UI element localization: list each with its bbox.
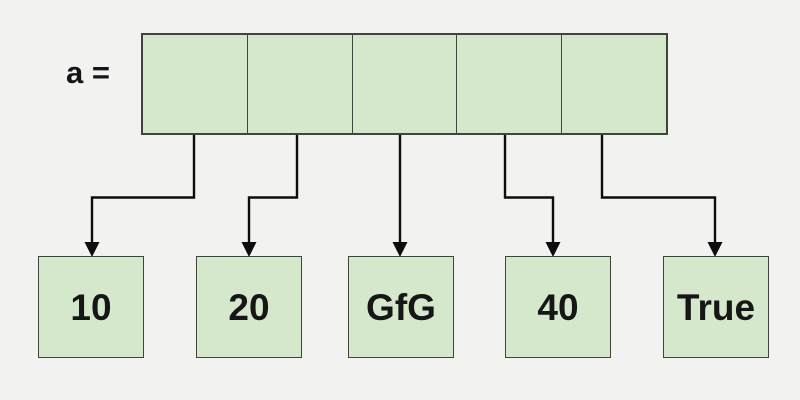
connector-line-4 (600, 135, 717, 243)
value-text: 20 (228, 286, 270, 328)
value-box: 20 (196, 256, 302, 358)
arrowhead-icon (545, 242, 561, 257)
value-text: 10 (70, 286, 112, 328)
array-cell (353, 35, 458, 133)
array-cell (562, 35, 666, 133)
array-cell (143, 35, 248, 133)
value-text: GfG (366, 286, 436, 328)
arrowhead-icon (241, 242, 257, 257)
arrowhead-icon (392, 242, 408, 257)
value-text: 40 (537, 286, 579, 328)
value-box: 40 (505, 256, 611, 358)
connector-line-3 (503, 135, 555, 243)
connector-line-1 (247, 135, 299, 243)
list-container (141, 33, 668, 135)
connector-line-0 (90, 135, 196, 243)
arrowhead-icon (707, 242, 723, 257)
value-box: True (663, 256, 769, 358)
array-cell (457, 35, 563, 133)
array-cell (248, 35, 353, 133)
arrowhead-icon (84, 242, 100, 257)
value-box: GfG (348, 256, 454, 358)
variable-label: a = (66, 55, 110, 90)
value-text: True (676, 286, 756, 328)
value-box: 10 (38, 256, 144, 358)
